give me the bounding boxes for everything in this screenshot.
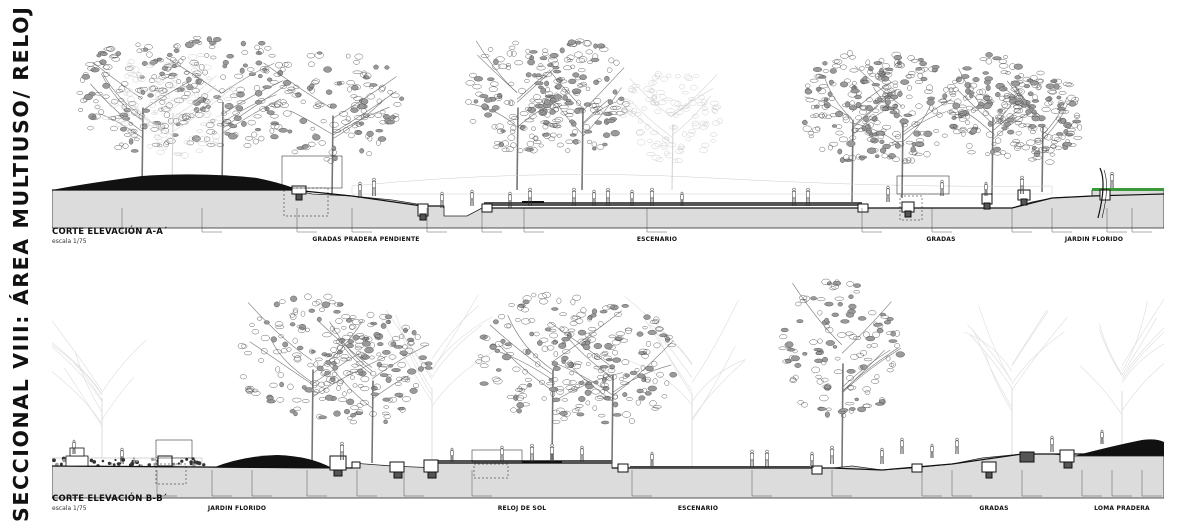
- person-figure: [72, 439, 76, 455]
- person-figure: [984, 181, 988, 197]
- person-figure: [805, 187, 811, 207]
- tree: [475, 291, 630, 464]
- section-b-trees: [52, 278, 1164, 469]
- tree: [1000, 70, 1083, 193]
- person-figure: [650, 451, 654, 467]
- tree: [946, 52, 1041, 195]
- person-figure: [529, 443, 535, 463]
- mound-right: [1074, 439, 1164, 456]
- tree: [158, 35, 293, 191]
- person-figure: [1019, 175, 1025, 195]
- tree: [847, 51, 956, 199]
- section-a-scale: escala 1/75: [52, 238, 87, 245]
- zone-b-reloj-de-sol: RELOJ DE SOL: [497, 505, 547, 512]
- person-figure: [1100, 429, 1104, 445]
- zone-b-escenario: ESCENARIO: [677, 505, 719, 512]
- person-figure: [571, 187, 577, 207]
- bare-tree: [963, 304, 1068, 458]
- tree: [465, 40, 569, 191]
- person-figure: [580, 445, 584, 463]
- zone-a-gradas: GRADAS: [926, 236, 956, 243]
- person-figure: [829, 445, 835, 465]
- person-figure: [764, 449, 770, 469]
- bare-tree: [381, 294, 494, 463]
- person-figure: [500, 445, 504, 463]
- section-b-ground: [52, 453, 1164, 499]
- planter-left: [65, 447, 89, 467]
- section-a-people: [358, 171, 1114, 209]
- section-a-drawing: [52, 35, 1164, 233]
- tree: [548, 304, 678, 464]
- tree: [313, 311, 433, 464]
- tree: [778, 278, 905, 469]
- person-figure: [749, 449, 755, 469]
- tree: [254, 51, 405, 199]
- person-figure: [527, 187, 533, 207]
- person-figure: [358, 181, 362, 199]
- person-figure: [886, 185, 890, 203]
- person-figure: [1050, 435, 1054, 453]
- stage-platform: [484, 202, 862, 206]
- person-figure: [371, 177, 377, 197]
- zone-b-jardin-florido: JARDIN FLORIDO: [207, 505, 267, 512]
- person-figure: [955, 437, 959, 455]
- zone-b-gradas: GRADAS: [979, 505, 1009, 512]
- section-a-panel: CORTE ELEVACIÓN A-A´ escala 1/75 GRADAS …: [52, 18, 1164, 258]
- vertical-sheet-title: SECCIONAL VIII: ÁREA MULTIUSO/ RELOJ DE …: [0, 0, 40, 531]
- person-figure: [339, 441, 345, 461]
- person-figure: [940, 179, 944, 197]
- tree: [534, 38, 630, 191]
- tree: [101, 53, 238, 191]
- mound-center-left: [212, 455, 332, 468]
- zone-a-escenario: ESCENARIO: [636, 236, 678, 243]
- section-b-drawing: [52, 278, 1164, 499]
- person-figure: [900, 437, 904, 455]
- person-figure: [549, 443, 555, 463]
- tree: [619, 71, 723, 191]
- section-a-trees: [76, 35, 1083, 203]
- person-figure: [791, 187, 797, 207]
- tree: [237, 293, 387, 464]
- sheet-title-text: SECCIONAL VIII: ÁREA MULTIUSO/ RELOJ DE …: [8, 0, 33, 522]
- person-figure: [649, 187, 655, 207]
- person-figure: [880, 447, 884, 465]
- bare-tree: [1079, 298, 1164, 456]
- tree: [76, 42, 207, 191]
- section-a-title: CORTE ELEVACIÓN A-A´: [52, 227, 168, 237]
- person-figure: [470, 189, 474, 207]
- person-figure: [508, 191, 512, 209]
- section-b-people: [72, 429, 1104, 469]
- section-b-panel: CORTE ELEVACIÓN B-B´ escala 1/75 JARDIN …: [52, 258, 1164, 520]
- zone-a-gradas-pradera: GRADAS PRADERA PENDIENTE: [312, 236, 420, 243]
- person-figure: [120, 447, 124, 465]
- zone-b-loma-pradera: LOMA PRADERA: [1094, 505, 1150, 512]
- person-figure: [592, 189, 596, 207]
- person-figure: [450, 447, 454, 463]
- mound-left: [52, 174, 294, 190]
- person-figure: [440, 191, 444, 209]
- zone-a-jardin-florido: JARDIN FLORIDO: [1064, 236, 1124, 243]
- person-figure: [605, 187, 611, 207]
- person-figure: [930, 443, 934, 459]
- person-figure: [810, 451, 814, 469]
- person-figure: [1110, 171, 1114, 189]
- bare-tree: [623, 296, 746, 468]
- grass-strip: [1092, 188, 1164, 191]
- tree: [802, 50, 902, 203]
- person-figure: [630, 189, 634, 207]
- person-figure: [680, 191, 684, 207]
- bare-tree: [52, 320, 146, 468]
- section-b-scale: escala 1/75: [52, 505, 87, 512]
- section-b-title: CORTE ELEVACIÓN B-B´: [52, 494, 168, 504]
